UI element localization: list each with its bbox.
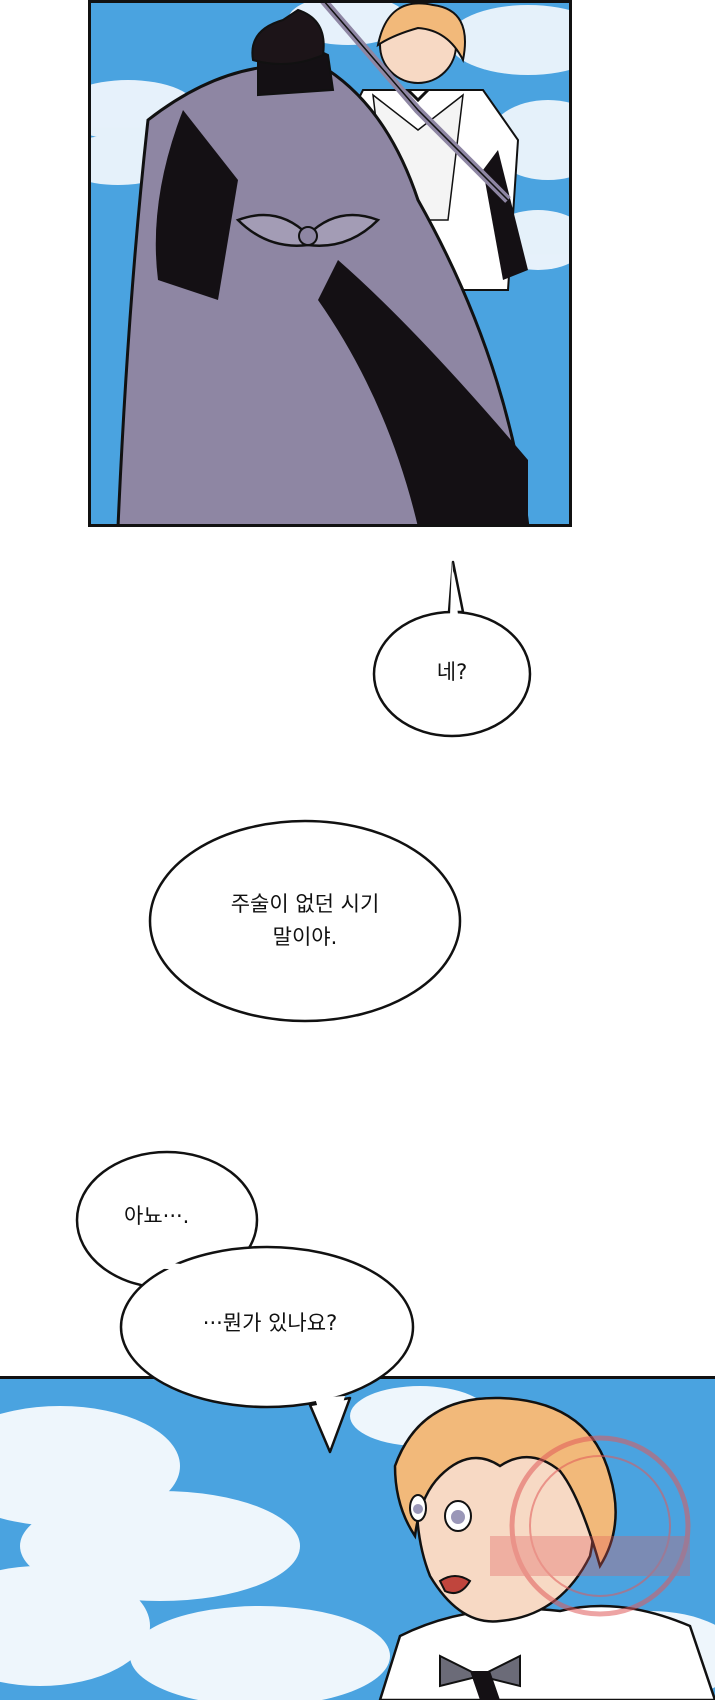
panel-bottom-art [0,1376,715,1700]
dialogue-text-2: 주술이 없던 시기 말이야. [230,892,380,949]
panel-bottom [0,1376,715,1700]
watermark-stamp [490,1435,691,1617]
panel-top-art [88,0,572,527]
dark-haired-maid-back [116,0,530,527]
dialogue-text-4: ···뭔가 있나요? [202,1311,338,1335]
speech-bubble-1 [372,560,532,738]
panel-top [88,0,572,527]
dialogue-text-1: 네? [436,660,468,684]
dialogue-text-3: 아뇨···. [124,1204,190,1228]
